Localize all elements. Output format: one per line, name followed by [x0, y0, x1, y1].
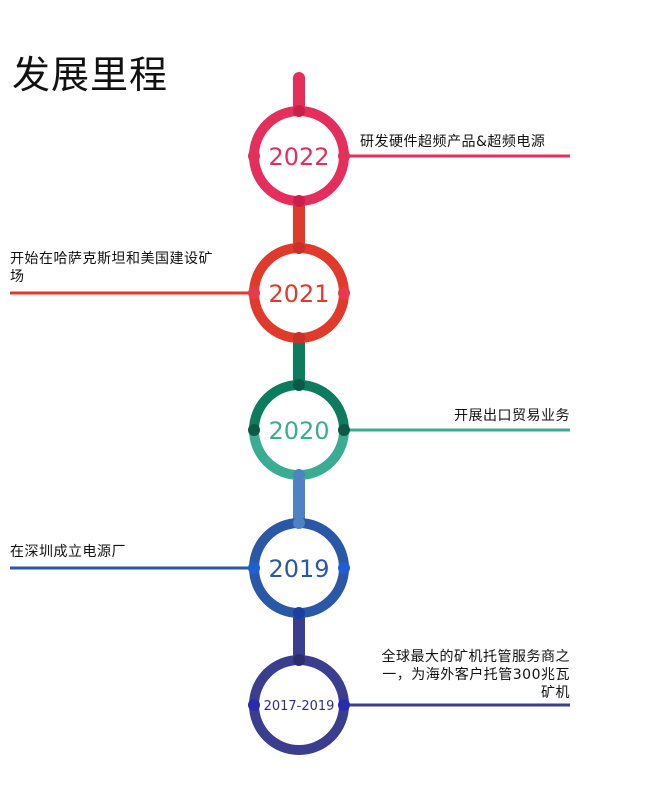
ring-dot-left	[248, 424, 260, 436]
ring-dot-left	[248, 699, 260, 711]
ring-dot-right	[338, 699, 350, 711]
milestone-text-2017-2019: 全球最大的矿机托管服务商之一，为海外客户托管300兆瓦矿机	[381, 649, 570, 701]
ring-dot-left	[248, 562, 260, 574]
ring-dot-bottom	[293, 195, 305, 207]
ring-dot-bottom	[293, 607, 305, 619]
page-title: 发展里程	[12, 53, 169, 97]
milestone-text-2020: 开展出口贸易业务	[454, 408, 570, 424]
ring-dot-bottom	[293, 469, 305, 481]
milestone-ring-2022: 2022	[248, 105, 350, 207]
ring-dot-top	[293, 517, 305, 529]
milestone-text-2019: 在深圳成立电源厂	[10, 544, 126, 560]
ring-dot-left	[248, 287, 260, 299]
milestone-text-2021: 开始在哈萨克斯坦和美国建设矿场	[10, 251, 213, 285]
ring-dot-top	[293, 654, 305, 666]
ring-dot-top	[293, 242, 305, 254]
ring-dot-right	[338, 424, 350, 436]
ring-dot-right	[338, 287, 350, 299]
year-label-2020: 2020	[268, 417, 329, 445]
milestone-ring-2019: 2019	[248, 517, 350, 619]
year-label-2021: 2021	[268, 280, 329, 308]
year-label-2022: 2022	[268, 143, 329, 171]
year-label-2017-2019: 2017-2019	[264, 699, 335, 714]
ring-dot-top	[293, 379, 305, 391]
ring-dot-top	[293, 105, 305, 117]
ring-dot-right	[338, 150, 350, 162]
ring-dot-bottom	[293, 332, 305, 344]
ring-dot-right	[338, 562, 350, 574]
year-label-2019: 2019	[268, 555, 329, 583]
ring-dot-left	[248, 150, 260, 162]
milestone-ring-2021: 2021	[248, 242, 350, 344]
milestone-ring-2017-2019: 2017-2019	[248, 654, 350, 755]
milestone-ring-2020: 2020	[248, 379, 350, 481]
milestone-text-2022: 研发硬件超频产品&超频电源	[360, 134, 546, 150]
